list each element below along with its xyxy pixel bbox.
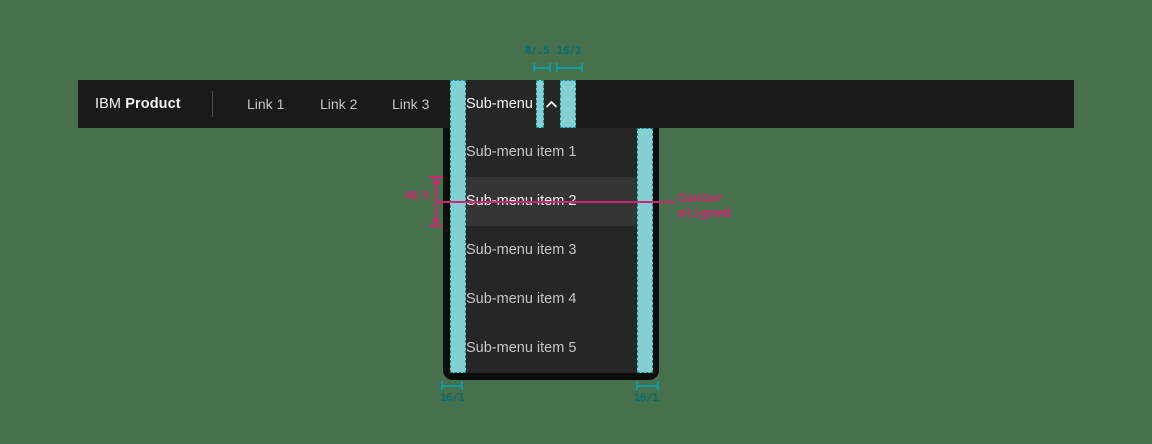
- item-height-label: 48/3: [404, 189, 430, 202]
- item-height-measure: [429, 176, 443, 227]
- center-aligned-label: Center aligned: [678, 190, 731, 220]
- submenu-item-3[interactable]: Sub-menu item 3: [466, 242, 577, 258]
- spacing-overlay-trigger-right-padding: [560, 80, 576, 128]
- header-brand[interactable]: IBM Product: [95, 80, 181, 128]
- measure-arrow-top-left: [533, 63, 551, 72]
- nav-link-3[interactable]: Link 3: [392, 96, 430, 112]
- spacing-overlay-text-icon-gap: [536, 80, 544, 128]
- submenu-trigger[interactable]: Sub-menu: [466, 96, 533, 112]
- center-align-line: [437, 201, 675, 203]
- submenu-dropdown: Sub-menu item 1 Sub-menu item 2 Sub-menu…: [443, 128, 659, 380]
- measure-arrow-bottom-right: [636, 381, 659, 390]
- measure-arrow-bottom-left: [441, 381, 463, 390]
- center-aligned-label-line2: aligned: [678, 205, 731, 220]
- spacing-overlay-left-padding: [450, 80, 466, 373]
- center-aligned-label-line1: Center: [678, 190, 724, 205]
- spacing-overlay-right-padding: [637, 128, 653, 373]
- spacing-label-bottom-right: 16/1: [633, 391, 659, 404]
- ui-shell-header: IBM Product Link 1 Link 2 Link 3 Sub-men…: [78, 80, 1074, 128]
- submenu-item-1[interactable]: Sub-menu item 1: [466, 144, 577, 160]
- nav-link-1[interactable]: Link 1: [247, 96, 285, 112]
- spacing-label-bottom-left: 16/1: [439, 391, 465, 404]
- arrow-up-icon: [432, 178, 440, 184]
- submenu-item-5[interactable]: Sub-menu item 5: [466, 340, 577, 356]
- nav-link-2[interactable]: Link 2: [320, 96, 358, 112]
- submenu-trigger-highlight: [450, 80, 576, 128]
- header-divider: [212, 91, 213, 117]
- chevron-up-icon[interactable]: [545, 100, 558, 109]
- brand-prefix: IBM: [95, 96, 122, 112]
- measure-arrow-top-right: [556, 63, 583, 72]
- spacing-label-top-left: 8/.5: [524, 44, 550, 57]
- submenu-item-4[interactable]: Sub-menu item 4: [466, 291, 577, 307]
- brand-product-name: Product: [125, 96, 181, 112]
- arrow-down-icon: [432, 219, 440, 225]
- submenu-list: Sub-menu item 1 Sub-menu item 2 Sub-menu…: [450, 128, 653, 373]
- spacing-label-top-right: 16/1: [556, 44, 582, 57]
